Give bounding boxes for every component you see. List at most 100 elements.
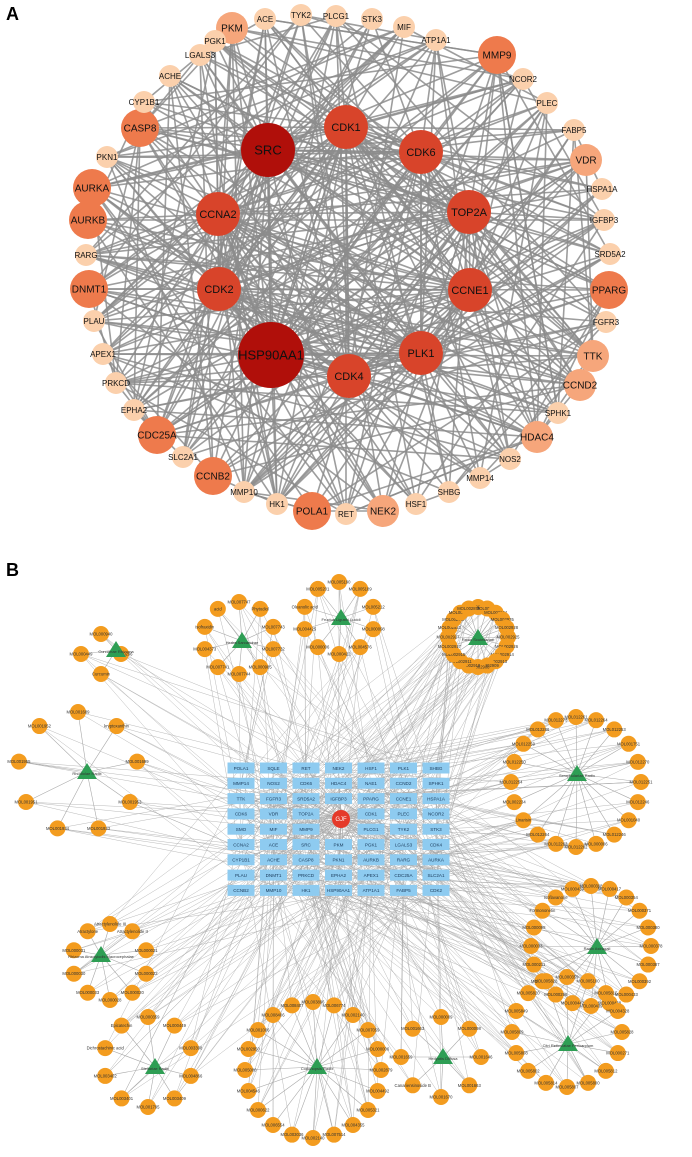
compound-mol005812: MOL005812 (594, 1062, 618, 1079)
node-ncor2: NCOR2 (509, 68, 538, 90)
node-label: DNMT1 (72, 285, 107, 296)
node-label: ACE (257, 15, 273, 24)
edge (312, 1066, 318, 1139)
node-label: FGFR3 (593, 318, 620, 327)
herb-label: Radix Astragali (584, 946, 611, 951)
compound-mol001663: MOL001663 (458, 1077, 481, 1094)
compound-label: MOL001689 (66, 710, 90, 715)
compound-mol005807: MOL005807 (555, 1079, 579, 1095)
edge (204, 626, 307, 769)
edge (370, 729, 538, 860)
compound-mol000442: MOL000442 (561, 995, 585, 1012)
edge (91, 78, 524, 189)
node-label: CASP8 (124, 124, 157, 135)
compound-circle (138, 965, 155, 982)
edge (248, 1048, 318, 1068)
compound-mol000033: MOL000033 (519, 938, 543, 954)
edge (566, 976, 569, 1045)
edge (514, 761, 578, 775)
node-casp8: CASP8 (121, 109, 159, 147)
compound-mol002879: MOL002879 (369, 1062, 393, 1078)
compound-circle (433, 1009, 449, 1025)
target-label: VDR (269, 812, 279, 817)
node-label: MMP14 (466, 474, 494, 483)
edge (156, 289, 610, 436)
compound-mol004355: MOL004355 (341, 1117, 365, 1134)
target-box (325, 884, 352, 896)
compound-circle (331, 574, 347, 590)
target-label: HSF1 (365, 766, 377, 771)
compound-mol000940: MOL000940 (89, 626, 113, 642)
edge (218, 39, 437, 290)
compound-label: MOL004355 (341, 1123, 365, 1128)
edge (305, 588, 319, 769)
edge (305, 666, 479, 815)
compound-label: MOL000940 (89, 632, 113, 637)
panel-a-label: A (6, 4, 19, 24)
edge (93, 159, 587, 322)
compound-circle (265, 618, 282, 635)
edge (105, 874, 307, 1077)
target-label: FGFR3 (266, 796, 282, 801)
target-label: SPHK1 (428, 781, 444, 786)
target-box (227, 854, 255, 866)
target-label: TYK2 (398, 827, 410, 832)
edge (105, 813, 307, 1077)
edge (85, 159, 587, 256)
compound-label: MOL000380 (637, 925, 661, 930)
edge (93, 320, 581, 386)
compound-label: MOL000098 (458, 1026, 482, 1031)
target-nos2: NOS2 (260, 777, 287, 789)
node-circle (599, 243, 621, 265)
node-ace: ACE (254, 8, 276, 30)
compound-label: Phytodiol (252, 606, 269, 611)
node-circle (194, 457, 232, 495)
node-circle (254, 8, 276, 30)
compound-atractylenolide-iii: Atractylenolide III (94, 916, 126, 932)
edge (348, 289, 471, 377)
target-box (390, 869, 417, 881)
compound-mol001646: MOL001646 (469, 1049, 493, 1065)
node-cdk2: CDK2 (197, 267, 241, 311)
compound-label: MOL007747 (227, 600, 251, 605)
target-ccnd2: CCND2 (390, 777, 417, 789)
edge (300, 14, 350, 377)
edge (348, 355, 594, 377)
compound-mol012270: MOL012270 (626, 753, 650, 770)
target-label: PGK1 (365, 842, 378, 847)
target-box (422, 839, 450, 850)
edge (199, 54, 422, 354)
herb-label: Radix Scutellariae (462, 637, 495, 642)
node-plcg1: PLCG1 (323, 5, 350, 27)
target-label: CCNA2 (233, 842, 249, 847)
edge (305, 767, 342, 820)
target-box (390, 777, 417, 789)
compound-label: MOL004492 (366, 1089, 390, 1094)
compound-label: MOL005212 (362, 604, 386, 609)
edge (300, 14, 422, 153)
edge (272, 1014, 318, 1068)
target-box (357, 854, 385, 866)
edge (105, 1066, 156, 1077)
compound-mol000033: MOL000033 (76, 984, 100, 1001)
edge (420, 253, 611, 354)
node-prkcd: PRKCD (102, 372, 130, 394)
target-label: SHBG (429, 766, 442, 771)
edge (590, 885, 598, 948)
target-label: FABP5 (396, 888, 411, 893)
compound-mol000359: MOL000359 (136, 1009, 160, 1025)
edge (338, 890, 556, 995)
edge (567, 992, 607, 1045)
compound-circle (606, 826, 623, 843)
edge (120, 653, 274, 799)
compound-mol000098: MOL000098 (522, 919, 546, 936)
edge (305, 767, 607, 1072)
compound-circle (588, 835, 605, 852)
compound-mol000380: MOL000380 (637, 919, 661, 936)
target-box (325, 854, 352, 866)
node-circle (233, 481, 255, 503)
compound-mol006554: MOL006554 (261, 1117, 285, 1134)
compound-mol004328: MOL004328 (606, 1002, 630, 1019)
target-label: SMO (236, 827, 247, 832)
